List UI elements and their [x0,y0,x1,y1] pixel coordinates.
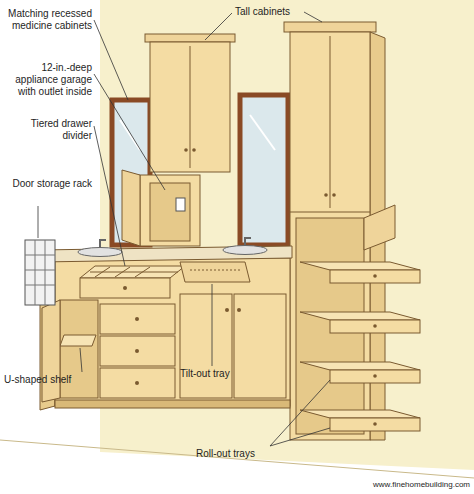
door-split [190,46,191,168]
garage-door [122,170,140,246]
door [234,294,286,398]
callout-label: Roll-out trays [196,448,286,460]
callout-label: Door storage rack [4,178,92,190]
callout-label: Tilt-out tray [180,368,270,380]
drawer [100,368,175,398]
garage-interior [150,183,190,241]
appliance-garage [140,175,200,246]
countertop [40,246,292,262]
source-credit: www.finehomebuilding.com [330,480,470,490]
callout-label: Matching recessed medicine cabinets [4,8,92,32]
door-split [330,36,331,208]
knob [184,148,188,152]
drawer [100,336,175,366]
shelf-line [290,212,370,213]
mirror-glint [250,115,275,150]
callout-label: 12-in.-deep appliance garage with outlet… [4,62,92,98]
sink [223,246,267,255]
faucet [245,238,251,245]
knob [225,308,229,312]
callout-label: U-shaped shelf [4,374,104,386]
upper-cabinet [150,42,230,172]
knob [324,193,328,197]
knob [135,349,139,353]
door [180,294,232,398]
open-door [364,205,395,250]
crown-molding [145,34,235,42]
knob [192,148,196,152]
u-shaped-shelf [60,335,96,346]
knob [135,381,139,385]
faucet [100,240,106,247]
crown-molding [284,22,376,32]
callout-label: Tall cabinets [235,6,315,18]
knob [332,193,336,197]
tray-detail [190,270,240,271]
toe-kick [55,400,290,408]
knob [237,308,241,312]
door-storage-rack [25,240,55,305]
open-door [42,300,60,402]
tilt-out-tray [180,262,250,282]
callout-label: Tiered drawer divider [4,118,92,142]
drawer [100,304,175,334]
outlet [176,198,185,211]
right-mirror [240,95,288,245]
floor-line [0,440,474,478]
knob [135,317,139,321]
vanity-base [55,258,290,406]
tiered-drawer [80,266,185,298]
roll-out-trays [300,262,420,431]
sink [78,248,122,257]
mirror-glint [120,120,140,150]
